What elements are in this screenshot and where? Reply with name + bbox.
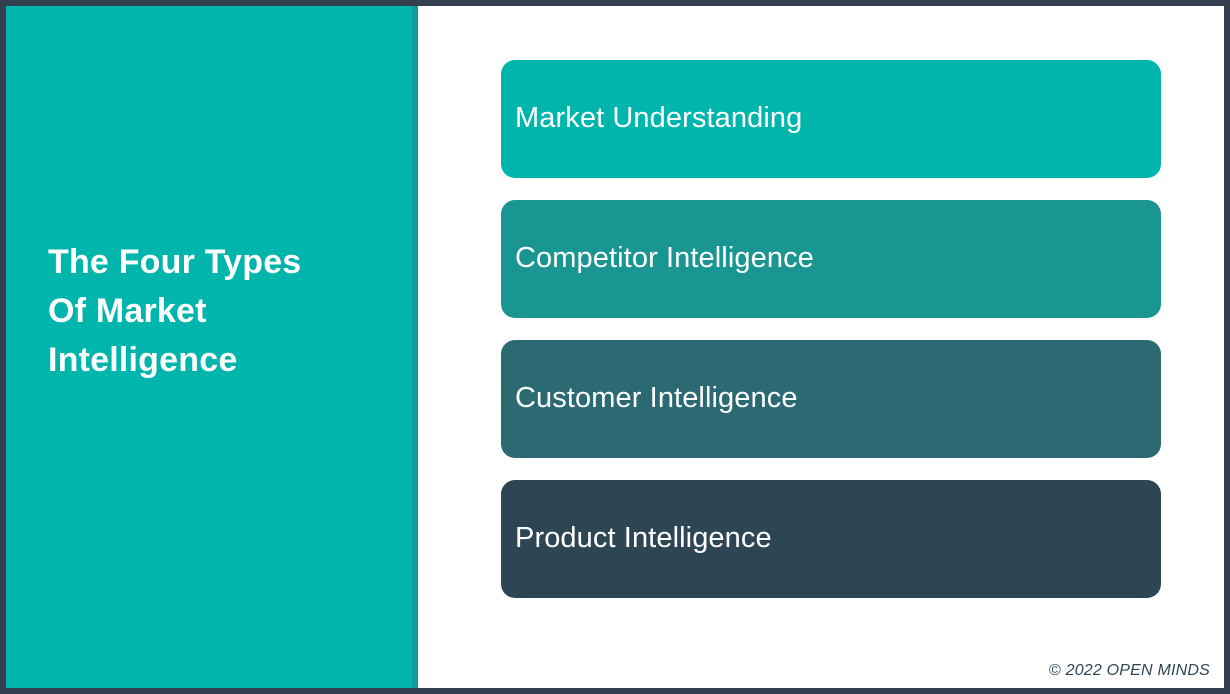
copyright-text: 2022 OPEN MINDS — [1060, 662, 1210, 679]
intelligence-type-list: Market Understanding Competitor Intellig… — [501, 60, 1161, 598]
content-area: Market Understanding Competitor Intellig… — [418, 6, 1224, 688]
panel-divider — [412, 6, 418, 688]
list-item[interactable]: Competitor Intelligence — [501, 200, 1161, 318]
copyright-icon: © — [1048, 662, 1061, 679]
list-item[interactable]: Customer Intelligence — [501, 340, 1161, 458]
page-title: The Four Types Of Market Intelligence — [48, 243, 302, 379]
list-item[interactable]: Product Intelligence — [501, 480, 1161, 598]
list-item[interactable]: Market Understanding — [501, 60, 1161, 178]
list-item-label: Market Understanding — [515, 102, 803, 135]
copyright-footer: © 2022 OPEN MINDS — [1049, 662, 1210, 680]
list-item-label: Competitor Intelligence — [515, 242, 814, 275]
left-title-panel: The Four Types Of Market Intelligence — [6, 6, 412, 688]
list-item-label: Product Intelligence — [515, 522, 772, 555]
list-item-label: Customer Intelligence — [515, 382, 798, 415]
